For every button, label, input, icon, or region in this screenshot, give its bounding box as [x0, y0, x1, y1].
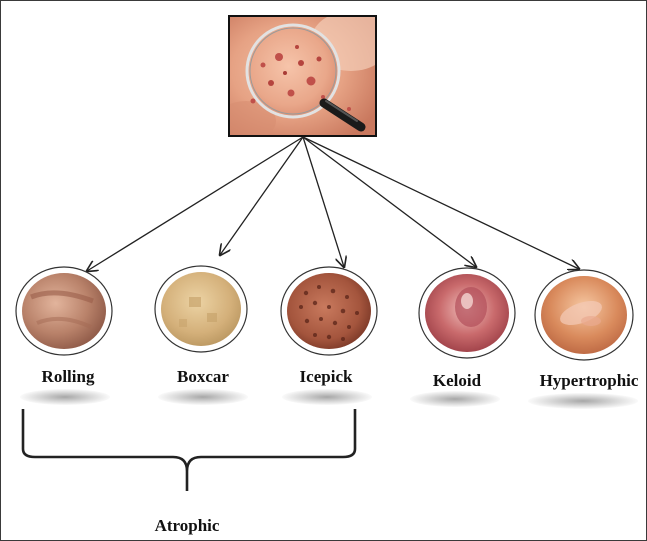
hypertrophic-label-shadow [528, 393, 638, 409]
arrow-to-keloid [303, 137, 476, 267]
icepick-label-shadow [282, 389, 372, 405]
arrow-to-hypertrophic [303, 137, 579, 269]
boxcar-label: Boxcar [177, 367, 229, 387]
arrow-to-icepick [303, 137, 344, 267]
atrophic-group-label: Atrophic [155, 516, 220, 536]
boxcar-scar-photo [155, 266, 247, 352]
keloid-label: Keloid [433, 371, 481, 391]
atrophic-bracket [23, 409, 355, 491]
hypertrophic-label: Hypertrophic [540, 371, 639, 391]
acne-magnifier-photo [216, 11, 391, 141]
rolling-scar-photo [16, 267, 112, 355]
icepick-label: Icepick [300, 367, 353, 387]
arrow-to-rolling [87, 137, 303, 271]
boxcar-label-shadow [158, 389, 248, 405]
hypertrophic-scar-photo [535, 270, 633, 360]
icepick-scar-photo [281, 267, 377, 355]
classification-arrows [87, 137, 579, 271]
keloid-label-shadow [410, 391, 500, 407]
keloid-scar-photo [419, 268, 515, 358]
arrow-to-boxcar [220, 137, 303, 255]
rolling-label-shadow [20, 389, 110, 405]
rolling-label: Rolling [42, 367, 95, 387]
